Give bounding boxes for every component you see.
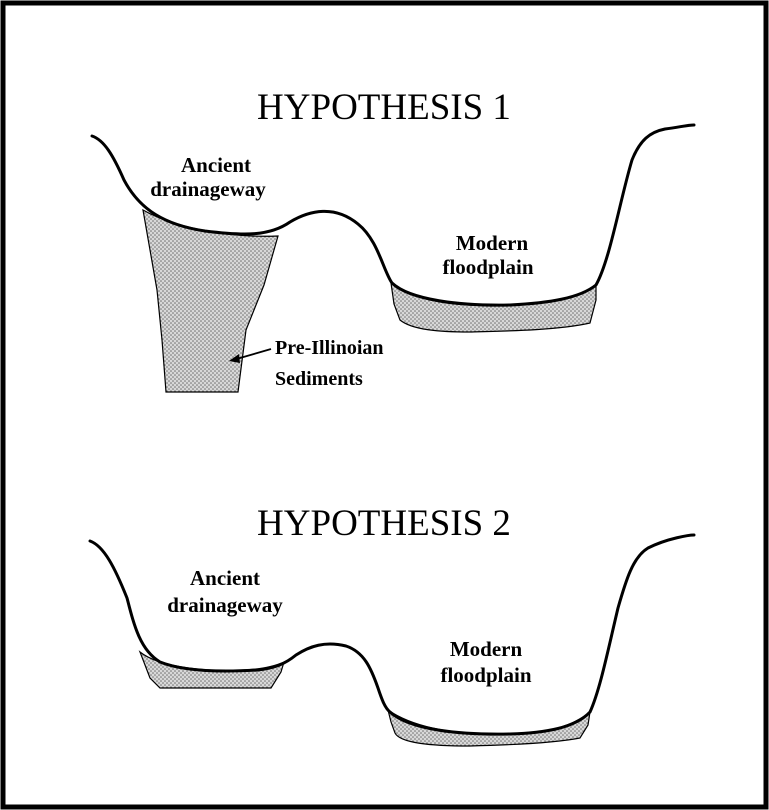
ancient-drainageway-label-line2: drainageway <box>150 177 266 201</box>
modern-floodplain-label-line1: Modern <box>456 231 529 255</box>
pre-illinoian-sediment-fill <box>143 210 278 392</box>
ground-profile-2 <box>90 535 694 734</box>
hypothesis-1-title: HYPOTHESIS 1 <box>257 87 511 128</box>
modern-floodplain-label-line2: floodplain <box>440 663 531 687</box>
ancient-drainageway-label-line1: Ancient <box>190 566 260 590</box>
hypothesis-2-title: HYPOTHESIS 2 <box>257 503 511 544</box>
sediments-label-line2: Sediments <box>275 368 363 390</box>
modern-floodplain-sediment-fill-1 <box>391 283 596 332</box>
pre-illinoian-label-line1: Pre-Illinoian <box>275 337 384 359</box>
hypothesis-2-panel: HYPOTHESIS 2 Ancient drainageway Modern … <box>90 503 694 746</box>
ancient-drainageway-label-line2: drainageway <box>167 593 283 617</box>
modern-floodplain-label-line2: floodplain <box>442 255 533 279</box>
hypothesis-1-panel: HYPOTHESIS 1 Ancient drainageway Modern … <box>92 87 694 392</box>
modern-floodplain-label-line1: Modern <box>450 637 523 661</box>
ancient-drainageway-label-line1: Ancient <box>181 153 251 177</box>
